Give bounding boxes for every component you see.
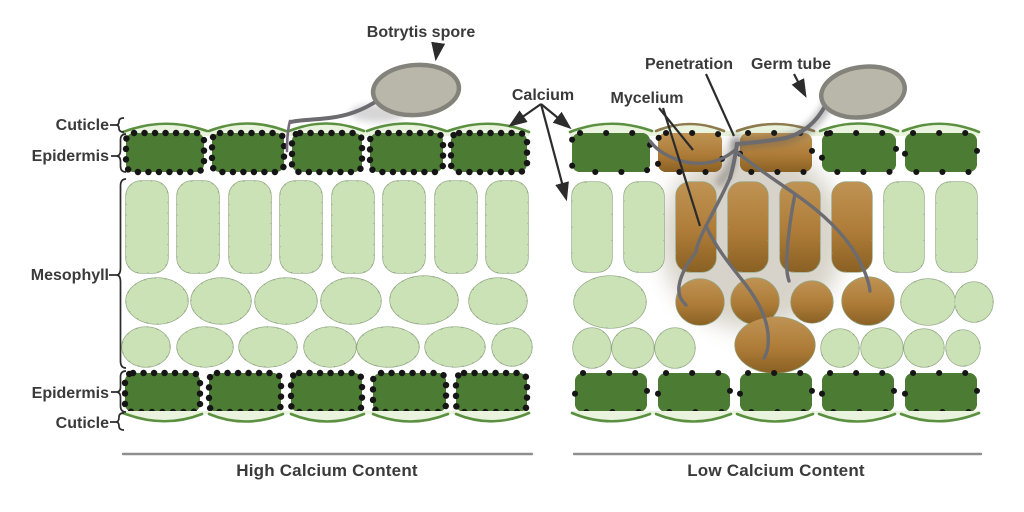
germ-tube-left <box>289 97 382 124</box>
calcium-dots-overlay <box>125 373 527 412</box>
calcium-dots-overlay <box>575 373 977 412</box>
label-mycelium: Mycelium <box>611 90 684 107</box>
cuticle-top-line <box>568 122 981 134</box>
calcium-dots-overlay <box>126 133 527 172</box>
spore-body <box>819 64 907 120</box>
label-cuticle-bottom: Cuticle <box>56 415 109 432</box>
calcium-arrow <box>508 103 542 127</box>
bracket-epidermis-bottom <box>111 370 127 413</box>
bracket-cuticle-top <box>110 117 125 133</box>
germ-tube-tip-blocked <box>285 119 292 153</box>
hypha <box>784 192 797 283</box>
label-mesophyll: Mesophyll <box>31 267 109 284</box>
layer-labels: Cuticle Epidermis Mesophyll Epidermis Cu… <box>31 117 127 432</box>
label-germ-tube: Germ tube <box>751 56 831 73</box>
cuticle-bottom-line <box>121 411 531 423</box>
bracket-mesophyll <box>109 178 127 369</box>
penetration-pointer <box>704 73 736 137</box>
botrytis-spore-left <box>285 62 462 153</box>
germ-tube-arrow <box>791 73 807 98</box>
label-cuticle-top: Cuticle <box>56 117 109 134</box>
botrytis-spore-arrow <box>431 41 446 62</box>
high-panel-caption: High Calcium Content <box>236 461 418 480</box>
bracket-cuticle-bottom <box>110 412 125 431</box>
cuticle-top-line <box>121 122 531 134</box>
hypha <box>735 150 872 293</box>
botrytis-spore-right <box>728 64 907 180</box>
bracket-epidermis-top <box>111 133 127 173</box>
calcium-dots-overlay <box>126 181 528 273</box>
label-botrytis-spore: Botrytis spore <box>367 24 476 41</box>
mycelium-pointer <box>661 107 702 227</box>
label-epidermis-bottom: Epidermis <box>32 385 109 402</box>
low-calcium-panel: Low Calcium Content <box>568 64 993 480</box>
spore-body <box>370 62 462 118</box>
cuticle-bottom-line <box>570 411 981 423</box>
high-calcium-panel: High Calcium Content <box>122 62 532 480</box>
calcium-arrow <box>540 103 572 130</box>
germ-tube-right <box>728 102 828 180</box>
hypha <box>677 250 698 307</box>
hypha <box>704 224 771 360</box>
label-penetration: Penetration <box>645 56 733 73</box>
label-epidermis-top: Epidermis <box>32 148 109 165</box>
mycelium-hyphae <box>648 139 872 360</box>
label-calcium: Calcium <box>512 87 574 104</box>
callouts: Botrytis spore Calcium Mycelium Penetrat… <box>367 24 831 227</box>
calcium-arrow <box>539 103 569 202</box>
hypha <box>648 139 737 166</box>
low-panel-caption: Low Calcium Content <box>687 461 865 480</box>
calcium-dots-overlay <box>122 276 532 367</box>
